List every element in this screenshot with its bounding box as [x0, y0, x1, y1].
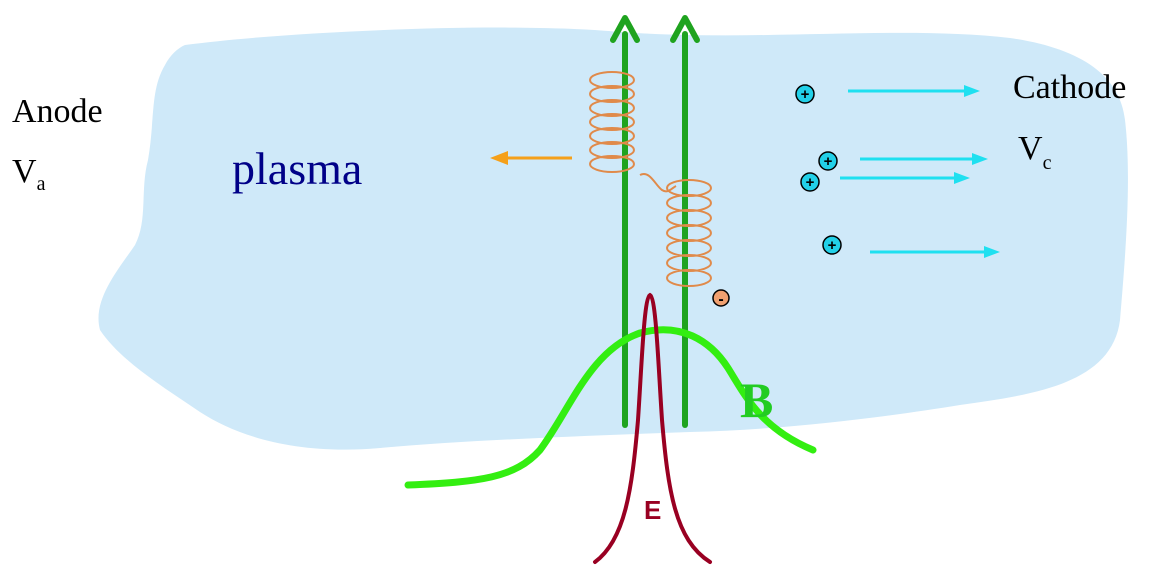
- ion-charge-symbol: +: [828, 237, 837, 254]
- cathode-potential-label: Vc: [1018, 130, 1052, 174]
- lower-helix: [666, 179, 713, 287]
- ion: +: [800, 172, 970, 192]
- ion-velocity-arrowhead: [964, 85, 980, 97]
- anode-label: Anode: [12, 93, 103, 130]
- electron-gyration-helix: [589, 71, 713, 287]
- anode-potential-subscript: a: [37, 173, 46, 195]
- electron-charge-symbol: -: [718, 291, 723, 308]
- upper-helix: [589, 71, 636, 173]
- ion-charge-symbol: +: [801, 86, 810, 103]
- cathode-potential-symbol: V: [1018, 130, 1043, 167]
- electric-field-label: E: [644, 495, 661, 525]
- cathode-potential-subscript: c: [1043, 152, 1052, 174]
- ion: +: [822, 235, 1000, 258]
- magnetic-field-arrowhead: [610, 15, 640, 43]
- ion-circle: [818, 151, 838, 171]
- magnetic-field-arrowhead: [670, 15, 700, 43]
- ion-circle: [822, 235, 842, 255]
- ion-charge-symbol: +: [806, 174, 815, 191]
- anode-potential-symbol: V: [12, 153, 37, 190]
- ion-group: + + + +: [795, 84, 1000, 258]
- ion-circle: [800, 172, 820, 192]
- magnetic-field-profile-curve: [404, 326, 817, 489]
- ion-circle: [795, 84, 815, 104]
- ion: +: [795, 84, 980, 104]
- electron: [712, 289, 730, 307]
- plasma-label: plasma: [232, 143, 362, 194]
- magnetic-field-label: B: [740, 372, 773, 428]
- ion: +: [818, 151, 988, 171]
- electric-field-profile-curve: [593, 292, 712, 564]
- plasma-region: [98, 27, 1128, 450]
- ion-velocity-arrowhead: [972, 153, 988, 165]
- electron-drift-arrowhead: [490, 151, 508, 165]
- cathode-label: Cathode: [1013, 69, 1126, 106]
- ion-velocity-arrowhead: [954, 172, 970, 184]
- anode-potential-label: Va: [12, 153, 46, 195]
- ion-charge-symbol: +: [824, 153, 833, 170]
- ion-velocity-arrowhead: [984, 246, 1000, 258]
- helix-connector: [639, 173, 677, 193]
